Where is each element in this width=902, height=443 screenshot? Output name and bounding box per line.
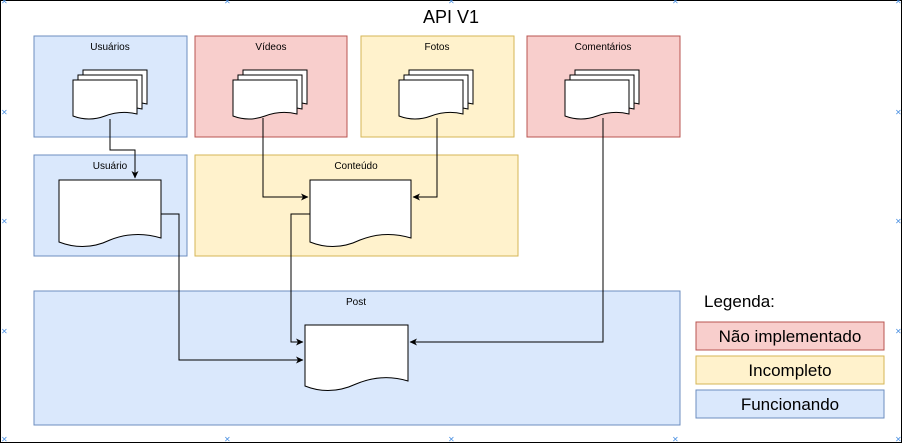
connectors [109,118,604,364]
connector-videos-conteudo[interactable] [262,118,309,201]
multi-document-icon[interactable] [564,69,640,120]
resize-handle[interactable]: ✕ [895,108,902,117]
container-comentarios[interactable]: Comentários [526,35,681,138]
document-icon[interactable] [309,179,412,247]
diagram-title: API V1 [423,7,479,27]
resize-handle[interactable]: ✕ [895,217,902,226]
resize-handle[interactable]: ✕ [448,435,455,443]
resize-handle[interactable]: ✕ [1,108,8,117]
legend-swatch-funcionando [695,389,885,419]
resize-handle[interactable]: ✕ [1,217,8,226]
document-icon[interactable] [58,179,162,247]
container-label: Fotos [424,42,449,53]
legend-label-funcionando: Funcionando [741,395,839,414]
legend-swatch-incompleto [695,355,885,385]
legend-label-nao-implementado: Não implementado [719,327,862,346]
multi-document-icon[interactable] [232,69,308,120]
connector-conteudo-post[interactable] [290,213,310,346]
container-label: Comentários [575,42,632,53]
resize-handle[interactable]: ✕ [672,435,679,443]
container-label: Conteúdo [334,161,378,172]
document-icon[interactable] [304,324,409,391]
container-videos[interactable]: Vídeos [194,35,348,138]
resize-handle[interactable]: ✕ [1,0,8,6]
connector-comentarios-post[interactable] [409,118,604,346]
connector-fotos-conteudo[interactable] [412,118,438,201]
resize-handle[interactable]: ✕ [895,0,902,6]
legend: Legenda: Não implementado Incompleto Fun… [695,292,885,419]
resize-handle[interactable]: ✕ [672,0,679,6]
connector-usuario-post[interactable] [161,213,304,364]
resize-handle[interactable]: ✕ [895,327,902,336]
legend-title: Legenda: [704,292,775,311]
container-label: Usuários [90,42,129,53]
resize-handle[interactable]: ✕ [895,435,902,443]
container-post[interactable]: Post [33,290,681,426]
container-label: Vídeos [255,42,286,53]
resize-handle[interactable]: ✕ [1,327,8,336]
resize-handle[interactable]: ✕ [224,435,231,443]
connector-usuarios-usuario[interactable] [109,119,139,179]
container-conteudo[interactable]: Conteúdo [194,154,519,257]
legend-swatch-nao-implementado [695,321,885,351]
container-label: Post [346,297,366,308]
container-label: Usuário [93,161,128,172]
legend-label-incompleto: Incompleto [748,361,831,380]
multi-document-icon[interactable] [398,69,474,120]
resize-handle[interactable]: ✕ [1,435,8,443]
resize-handle[interactable]: ✕ [448,0,455,6]
multi-document-icon[interactable] [72,69,148,120]
container-usuario[interactable]: Usuário [33,154,188,257]
resize-handle[interactable]: ✕ [224,0,231,6]
